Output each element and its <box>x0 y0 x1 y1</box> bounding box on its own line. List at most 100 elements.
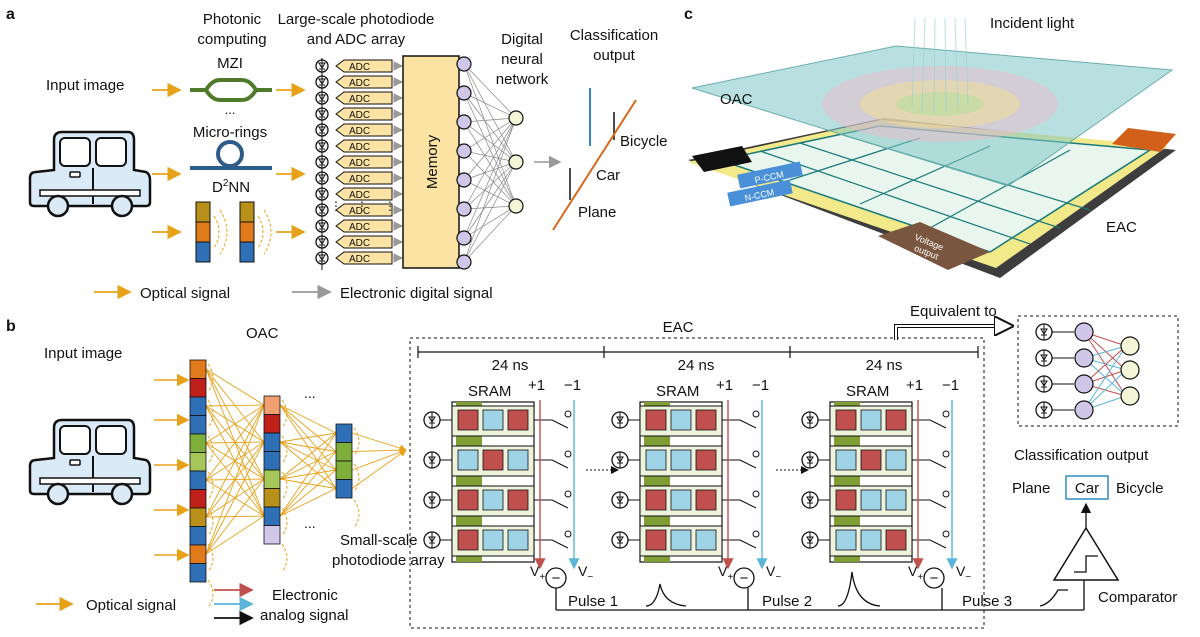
legend-optical-label: Optical signal <box>86 597 176 614</box>
sram-cell <box>645 449 667 471</box>
oac-pixel <box>263 469 281 489</box>
minus1-label: −1 <box>564 377 581 394</box>
switch-arm <box>739 499 757 509</box>
pulse-bus <box>555 571 1085 611</box>
comparator-icon <box>1052 502 1120 581</box>
eac-box <box>409 337 985 629</box>
adc-label: ADC <box>349 238 370 249</box>
adc-label: ADC <box>349 206 370 217</box>
switch-arm <box>929 419 947 429</box>
nn-output-node <box>1120 336 1140 356</box>
chip-pad-dark <box>692 146 752 172</box>
legend-analog-label: analog signal <box>260 607 348 624</box>
adc-label: ADC <box>349 190 370 201</box>
sram-cell <box>885 409 907 431</box>
subtractor-symbol: − <box>552 570 561 587</box>
sram-cell <box>645 529 667 551</box>
nn-connection <box>463 63 517 119</box>
adc-label: ADC <box>349 222 370 233</box>
nn-connection <box>463 161 517 239</box>
nn-connection <box>463 117 517 123</box>
nn-connection <box>463 92 517 163</box>
sram-cell <box>835 489 857 511</box>
pccm-block <box>737 161 803 189</box>
plus1-label: +1 <box>716 377 733 394</box>
switch-node <box>752 410 760 418</box>
equivalent-box <box>1017 315 1179 427</box>
mzi-icon <box>190 78 272 102</box>
minus1-label: −1 <box>942 377 959 394</box>
sram-cell <box>695 449 717 471</box>
sram-cell <box>457 489 479 511</box>
wave-arc <box>207 471 214 501</box>
oac-pixel <box>335 460 353 480</box>
nn-connection <box>463 161 517 263</box>
optical-ray <box>205 404 265 444</box>
sram-cell <box>835 409 857 431</box>
wave-arc <box>281 471 288 501</box>
photodiode-symbol <box>428 492 436 508</box>
nn-connection <box>463 179 517 207</box>
oac-diffractive-layers <box>154 359 407 609</box>
oac-pixel <box>263 488 281 508</box>
adc-label: ADC <box>349 158 370 169</box>
pulse-3-label: Pulse 3 <box>962 593 1012 610</box>
sram-cell <box>885 489 907 511</box>
oac-pixel <box>263 506 281 526</box>
optical-ray <box>351 449 407 489</box>
switch-arm <box>551 499 569 509</box>
eac-block: SRAM+1−1−V+V− <box>801 377 971 589</box>
time-slot-2: 24 ns <box>678 357 715 374</box>
class-plane: Plane <box>578 204 616 221</box>
wave-arc <box>281 435 288 465</box>
sram-cell <box>507 449 529 471</box>
oac-layer <box>691 45 1174 187</box>
panel-b-letter: b <box>6 318 16 335</box>
sram-cell <box>670 489 692 511</box>
nn-connection <box>1083 369 1127 411</box>
switch-arm <box>929 459 947 469</box>
subtractor-icon <box>733 567 755 589</box>
vertical-ellipsis: ⋮ <box>384 199 396 213</box>
sram-cell <box>670 409 692 431</box>
switch-node <box>564 530 572 538</box>
oac-pixel <box>263 395 281 415</box>
equivalent-to-label: Equivalent to <box>910 303 997 320</box>
sram-label: SRAM <box>468 383 511 400</box>
switch-node <box>564 490 572 498</box>
optical-ray <box>279 451 337 480</box>
plus1-label: +1 <box>906 377 923 394</box>
nn-hidden-node <box>1074 400 1094 420</box>
optical-ray <box>205 441 265 555</box>
oac-pixel <box>189 544 207 564</box>
header-photodiode-1: Large-scale photodiode <box>278 11 435 28</box>
sram-cell <box>860 529 882 551</box>
photodiode-symbol <box>616 532 624 548</box>
dots: ... <box>225 102 236 117</box>
small-scale-label-2: photodiode array <box>332 552 445 569</box>
optical-ray <box>351 432 407 452</box>
photodiode-symbol <box>806 452 814 468</box>
switch-node <box>942 530 950 538</box>
nn-connection <box>463 117 517 210</box>
class-plane: Plane <box>1012 480 1050 497</box>
subtractor-icon <box>923 567 945 589</box>
sram-cell <box>670 529 692 551</box>
nn-connection <box>463 117 517 181</box>
nn-hidden-node <box>456 85 472 101</box>
nn-hidden-node <box>456 254 472 270</box>
eac-block: SRAM+1−1−V+V− <box>611 377 781 589</box>
nn-connection <box>463 117 517 152</box>
sram-cell <box>457 529 479 551</box>
sram-cell <box>835 449 857 471</box>
time-slot-3: 24 ns <box>866 357 903 374</box>
header-photonic-2: computing <box>197 31 266 48</box>
voltage-output-block <box>878 222 990 270</box>
sram-cell <box>507 409 529 431</box>
optical-ray <box>205 368 265 406</box>
nn-output-node <box>508 154 524 170</box>
oac-pixel <box>263 525 281 545</box>
adc-label: ADC <box>349 110 370 121</box>
header-photodiode-2: and ADC array <box>307 31 406 48</box>
switch-arm <box>739 539 757 549</box>
